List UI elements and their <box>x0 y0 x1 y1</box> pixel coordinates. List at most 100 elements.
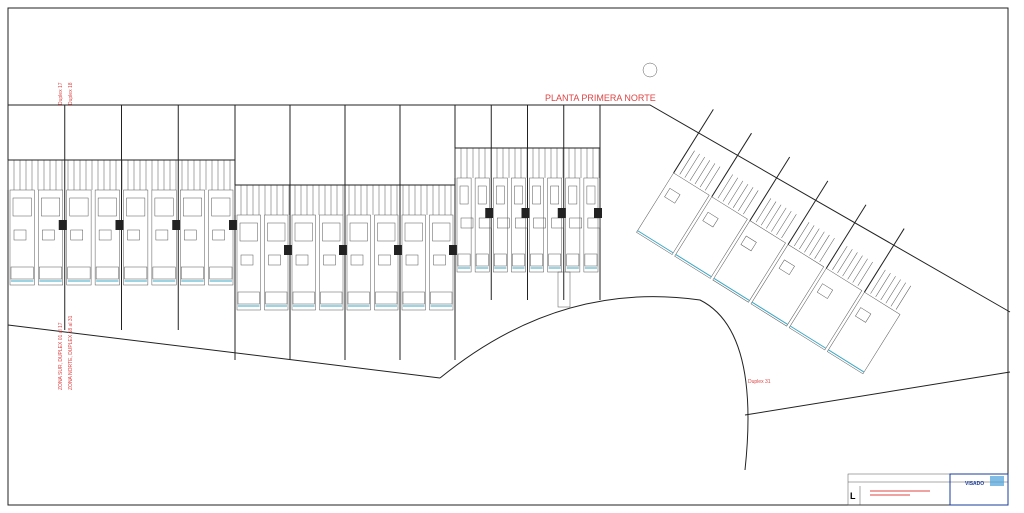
unit-outline <box>346 214 371 311</box>
unit-outline <box>291 214 316 311</box>
bedroom <box>322 222 341 242</box>
bedroom <box>514 185 523 205</box>
duplex-unit <box>456 177 474 273</box>
stair-core <box>284 245 292 255</box>
terrace <box>566 253 580 267</box>
duplex-unit <box>291 214 316 311</box>
pergola-slat <box>847 255 863 280</box>
pergola-slat <box>885 279 901 304</box>
pergola-slat <box>743 190 759 215</box>
bedroom <box>211 197 231 217</box>
bed-icon <box>42 229 55 241</box>
bed-icon <box>855 307 872 323</box>
pergola-slat <box>781 214 797 239</box>
bedroom <box>41 197 60 217</box>
stair-core <box>485 208 494 218</box>
pergola-slat <box>852 258 868 283</box>
party-wall <box>749 156 791 221</box>
bedroom <box>349 222 368 242</box>
unit-outline <box>474 177 490 273</box>
bedroom <box>12 197 32 217</box>
duplex-unit <box>565 177 582 273</box>
bed-icon <box>778 259 795 276</box>
north-wing <box>636 109 912 375</box>
unit-outline <box>750 244 825 327</box>
pergola-slat <box>738 187 754 212</box>
duplex-unit <box>151 189 181 286</box>
terrace <box>181 266 204 280</box>
duplex-unit <box>236 214 261 311</box>
duplex-unit <box>94 189 124 286</box>
terrace <box>209 266 233 280</box>
terrace <box>347 291 370 305</box>
terrace <box>548 253 561 267</box>
duplex-unit <box>826 228 912 375</box>
bedroom <box>568 185 578 205</box>
terrace <box>39 266 62 280</box>
terrace <box>430 291 453 305</box>
bed-icon <box>295 254 309 266</box>
terrace <box>457 253 471 267</box>
duplex-unit <box>346 214 371 311</box>
terrace <box>95 266 119 280</box>
pergola-slat <box>832 245 848 270</box>
unit-outline <box>493 177 508 273</box>
site-outline <box>7 104 1011 471</box>
stair-core <box>521 208 530 218</box>
bed-icon <box>98 229 112 241</box>
party-wall <box>711 132 752 198</box>
unit-outline <box>123 189 149 286</box>
unit-outline <box>674 196 748 279</box>
duplex-unit <box>547 177 566 273</box>
party-wall <box>787 180 829 245</box>
pergola-slat <box>794 222 810 247</box>
unit-outline <box>319 214 344 311</box>
bedroom <box>126 197 146 217</box>
unit-outline <box>583 177 599 273</box>
bedroom <box>586 185 596 205</box>
duplex-unit <box>511 177 530 273</box>
bed-icon <box>323 254 336 266</box>
bed-icon <box>460 217 474 229</box>
unit-outline <box>565 177 581 273</box>
pergola-slat <box>755 198 772 223</box>
unit-outline <box>712 220 786 303</box>
terrace <box>124 266 148 280</box>
pergola-slat <box>727 180 744 205</box>
pergola-slat <box>684 153 700 178</box>
pergola-slat <box>842 252 858 277</box>
pergola-slat <box>870 269 886 294</box>
bed-icon <box>405 254 419 266</box>
terrace <box>265 291 288 305</box>
pergola-slat <box>699 163 716 188</box>
bedroom <box>239 222 258 242</box>
duplex-unit <box>788 204 873 351</box>
terrace <box>530 253 543 267</box>
pergola-slat <box>814 234 830 259</box>
duplex-unit <box>674 132 759 279</box>
bedroom <box>267 222 286 242</box>
bed-icon <box>569 217 582 229</box>
pergola-slat <box>704 166 721 191</box>
pergola-slat <box>890 282 906 307</box>
duplex-unit <box>529 177 546 273</box>
terrace-rail <box>713 277 750 301</box>
terrace <box>320 291 343 305</box>
bedroom <box>532 185 541 205</box>
bed-icon <box>350 254 364 266</box>
terrace-rail <box>789 325 827 349</box>
bedroom <box>69 197 89 217</box>
bed-icon <box>268 254 281 266</box>
terrace <box>237 291 260 305</box>
label-duplex-31: Duplex 31 <box>748 379 771 385</box>
drawing-title: PLANTA PRIMERA NORTE <box>545 93 656 103</box>
unit-outline <box>788 267 863 351</box>
pergola-slat <box>771 207 787 232</box>
terrace <box>375 291 398 305</box>
bedroom <box>459 185 469 205</box>
duplex-unit <box>583 177 602 273</box>
pergola-slat <box>694 160 711 185</box>
bedroom <box>294 222 313 242</box>
pergola-slat <box>766 204 782 229</box>
unit-outline <box>374 214 399 311</box>
